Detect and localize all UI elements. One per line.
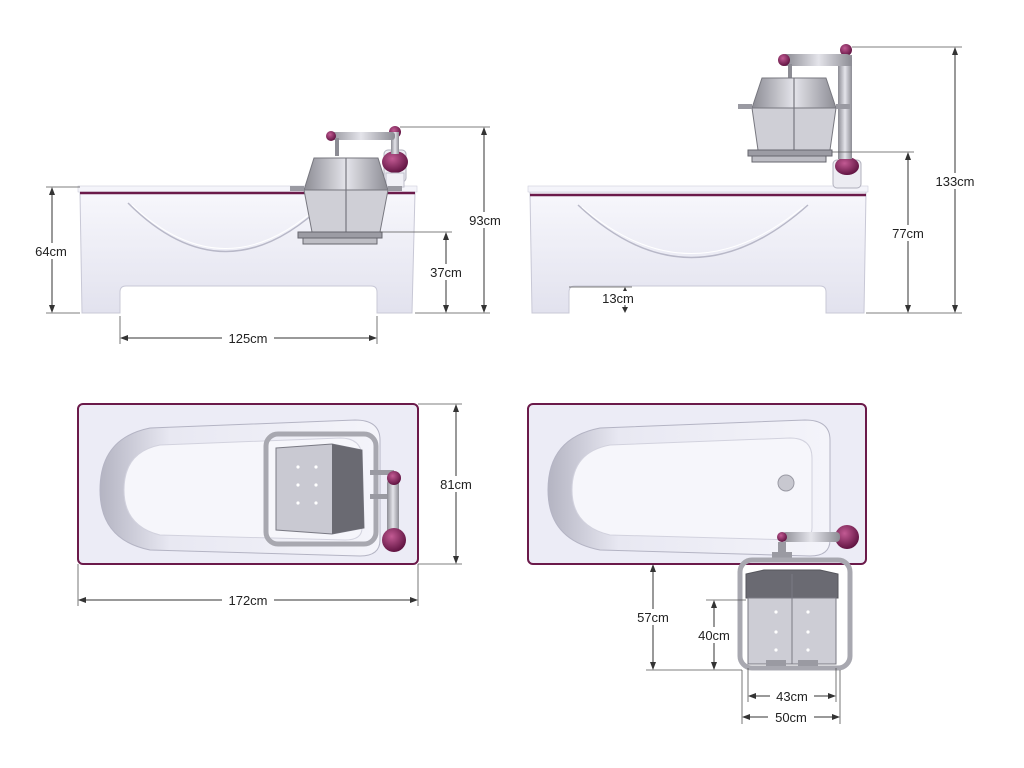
label-57cm: 57cm (637, 610, 669, 625)
dimension-seat-top-93cm: 93cm (400, 126, 508, 314)
label-13cm: 13cm (602, 291, 634, 306)
side-view-seat-lowered: 64cm 93cm 37cm 125 (28, 126, 508, 346)
label-40cm: 40cm (698, 628, 730, 643)
seat-lift-side-2 (738, 44, 862, 189)
dimension-seat-depth-40cm: 40cm (692, 599, 746, 670)
label-133cm: 133cm (935, 174, 974, 189)
dimension-frame-width-50cm: 50cm (741, 670, 841, 725)
label-64cm: 64cm (35, 244, 67, 259)
label-93cm: 93cm (469, 213, 501, 228)
seat-top-1 (263, 431, 406, 552)
label-172cm: 172cm (228, 593, 267, 608)
dimension-seat-raised-77cm: 77cm (832, 151, 931, 313)
bathtub-side-2 (527, 185, 869, 314)
dimension-width-81cm: 81cm (418, 403, 479, 565)
label-81cm: 81cm (440, 477, 472, 492)
dimension-height-64cm: 64cm (28, 186, 80, 314)
label-77cm: 77cm (892, 226, 924, 241)
seat-top-2 (737, 525, 859, 671)
label-43cm: 43cm (776, 689, 808, 704)
top-view-seat-inside: 81cm 172cm (77, 403, 479, 608)
label-37cm: 37cm (430, 265, 462, 280)
side-view-seat-raised: 133cm 77cm 13cm (527, 44, 980, 314)
label-125cm: 125cm (228, 331, 267, 346)
seat-lift-side-1 (290, 126, 408, 245)
label-50cm: 50cm (775, 710, 807, 725)
dimension-length-172cm: 172cm (77, 564, 419, 608)
dimension-reach-57cm: 57cm (630, 564, 742, 671)
dimension-length-125cm: 125cm (119, 316, 378, 346)
top-view-seat-swung-out: 57cm 40cm 43cm 50c (527, 403, 867, 725)
dimension-seat-width-43cm: 43cm (747, 668, 837, 704)
dimension-clearance-13cm: 13cm (569, 286, 639, 313)
dimension-seat-low-37cm: 37cm (380, 231, 469, 313)
dimension-column-133cm: 133cm (852, 46, 980, 314)
